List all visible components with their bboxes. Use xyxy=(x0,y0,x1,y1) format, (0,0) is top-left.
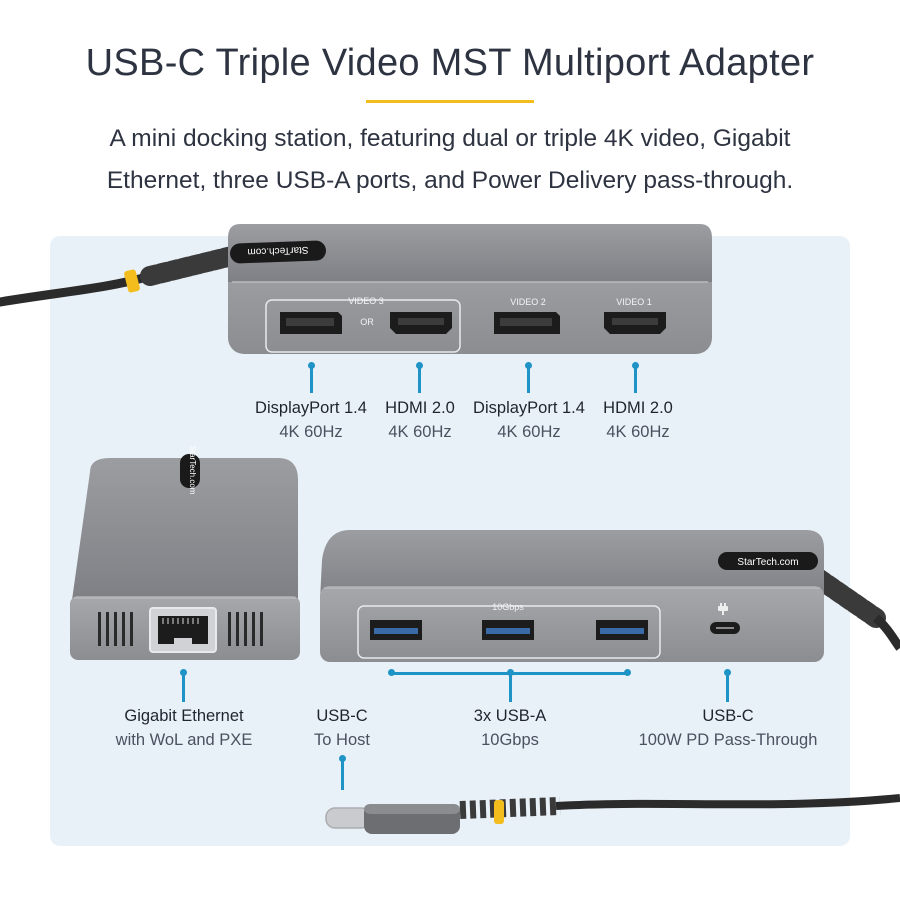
usb-group-outline xyxy=(357,605,661,659)
callout-line xyxy=(631,362,638,393)
callout-spec: 10Gbps xyxy=(481,731,539,749)
power-delivery-icon xyxy=(718,603,728,615)
callout-usb-c-pd: USB-C 100W PD Pass-Through xyxy=(639,704,818,752)
brand-logo-top: StarTech.com xyxy=(230,240,326,264)
callout-line xyxy=(506,669,513,702)
callout-spec: 4K 60Hz xyxy=(279,423,343,441)
subtitle-line-2: Ethernet, three USB-A ports, and Power D… xyxy=(106,167,794,194)
callout-dot xyxy=(388,669,395,676)
callout-name: DisplayPort 1.4 xyxy=(473,399,585,417)
callout-name: HDMI 2.0 xyxy=(603,399,673,417)
callout-displayport-1: DisplayPort 1.4 4K 60Hz xyxy=(255,396,367,444)
callout-name: HDMI 2.0 xyxy=(385,399,455,417)
callout-name: USB-C xyxy=(316,707,368,725)
callout-hdmi-2: HDMI 2.0 4K 60Hz xyxy=(603,396,673,444)
callout-spec: 4K 60Hz xyxy=(497,423,561,441)
video1-label: VIDEO 1 xyxy=(616,297,652,307)
device-top-video: StarTech.com VIDEO 3 OR VIDEO 2 VIDEO 1 xyxy=(228,224,712,354)
video3-label: VIDEO 3 xyxy=(348,296,384,306)
callout-spec: with WoL and PXE xyxy=(115,731,253,749)
callout-dot xyxy=(624,669,631,676)
or-label: OR xyxy=(360,317,374,327)
page-title: USB-C Triple Video MST Multiport Adapter xyxy=(85,42,815,84)
subtitle-line-1: A mini docking station, featuring dual o… xyxy=(109,125,791,152)
usb-a-port-icon xyxy=(482,620,534,640)
vent-slots xyxy=(98,612,263,646)
brand-logo-text: StarTech.com xyxy=(188,446,197,495)
usb-a-port-icon xyxy=(596,620,648,640)
ethernet-port-icon xyxy=(149,607,217,653)
usb-a-port-icon xyxy=(370,620,422,640)
callout-usb-a: 3x USB-A 10Gbps xyxy=(474,704,546,752)
brand-logo-text: StarTech.com xyxy=(737,557,798,568)
callout-usb-c-host: USB-C To Host xyxy=(314,704,370,752)
callout-spec: 100W PD Pass-Through xyxy=(638,731,818,749)
callout-name: Gigabit Ethernet xyxy=(124,707,244,725)
callout-displayport-2: DisplayPort 1.4 4K 60Hz xyxy=(473,396,585,444)
callout-name: USB-C xyxy=(702,707,754,725)
brand-logo-left: StarTech.com xyxy=(180,446,200,495)
callout-line xyxy=(415,362,422,393)
callout-spec: 4K 60Hz xyxy=(606,423,670,441)
callout-name: 3x USB-A xyxy=(473,707,547,725)
cable-top-device xyxy=(0,246,242,307)
callout-ethernet: Gigabit Ethernet with WoL and PXE xyxy=(116,704,253,752)
usb-c-plug xyxy=(325,807,371,829)
callout-spec: 4K 60Hz xyxy=(388,423,452,441)
callout-line xyxy=(179,669,186,702)
usb-c-host-cable xyxy=(325,794,900,834)
cable-right-device xyxy=(808,568,900,651)
title-accent-line xyxy=(366,100,534,103)
callout-line xyxy=(723,669,730,702)
brand-logo-right: StarTech.com xyxy=(718,552,818,570)
callout-spec: To Host xyxy=(314,731,370,749)
callout-line xyxy=(338,755,345,790)
video2-label: VIDEO 2 xyxy=(510,297,546,307)
device-left-ethernet: StarTech.com xyxy=(70,446,300,660)
callout-line xyxy=(307,362,314,393)
device-right-usb: StarTech.com 10Gbps xyxy=(320,530,824,662)
callout-name: DisplayPort 1.4 xyxy=(255,399,367,417)
callout-hdmi-1: HDMI 2.0 4K 60Hz xyxy=(385,396,455,444)
usb-speed-label: 10Gbps xyxy=(492,602,524,612)
brand-logo-text: StarTech.com xyxy=(247,244,308,257)
video3-group-outline xyxy=(265,299,461,353)
callout-line xyxy=(524,362,531,393)
